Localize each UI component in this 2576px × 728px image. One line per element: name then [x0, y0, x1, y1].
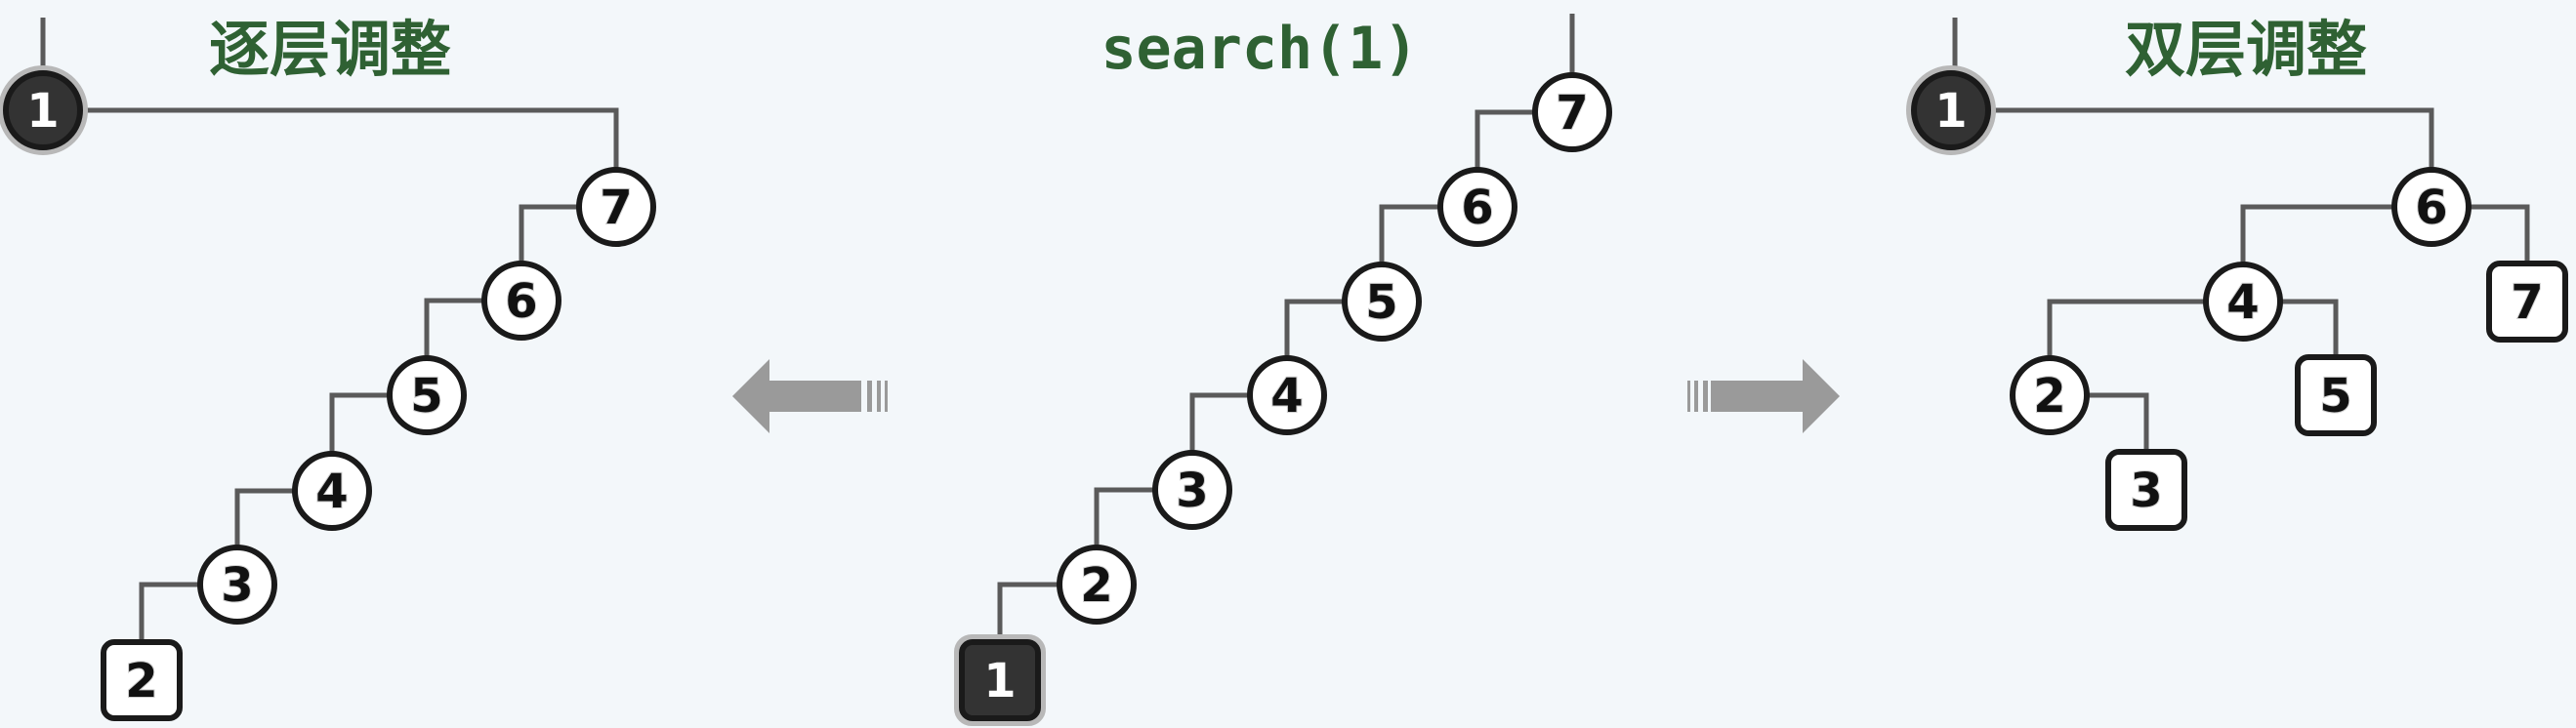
- right-arrow-tick-3: [1703, 381, 1708, 412]
- right-node-6: 6: [2391, 167, 2472, 247]
- left-edge-1-7: [43, 107, 619, 207]
- center-node-4: 4: [1247, 355, 1327, 435]
- center-node-2-label: 2: [1080, 558, 1112, 613]
- right-title: 双层调整: [2125, 14, 2367, 85]
- right-node-4: 4: [2203, 262, 2283, 342]
- right-arrow-icon: [1687, 359, 1840, 433]
- right-node-6-label: 6: [2415, 181, 2447, 235]
- left-node-5-label: 5: [410, 369, 442, 424]
- left-node-6: 6: [481, 261, 561, 341]
- right-node-2: 2: [2010, 355, 2090, 435]
- right-node-4-label: 4: [2226, 275, 2259, 330]
- left-node-7-circle: [576, 167, 656, 247]
- right-node-7: 7: [2486, 261, 2568, 343]
- center-node-1-label: 1: [983, 654, 1016, 708]
- nodes-layer: 1 7 6 5 4 3 2 7 6 5 4 3 2 1 1 6 4 7 2 5 3: [0, 65, 2568, 726]
- center-node-4-label: 4: [1270, 369, 1303, 424]
- left-node-3: 3: [197, 545, 277, 625]
- right-arrow-tick-2: [1694, 381, 1698, 412]
- center-node-1: 1: [954, 634, 1046, 726]
- right-node-1: 1: [1906, 65, 1996, 155]
- right-edge-1-6: [1951, 107, 2434, 207]
- left-node-6-label: 6: [505, 274, 537, 329]
- left-node-2-square: [101, 639, 183, 721]
- right-node-1-ring: [1906, 65, 1996, 155]
- left-node-4-label: 4: [315, 465, 348, 519]
- center-node-2: 2: [1057, 545, 1137, 625]
- left-node-7-label: 7: [600, 181, 632, 235]
- right-node-6-circle: [2391, 167, 2472, 247]
- center-node-7-circle: [1532, 72, 1612, 152]
- right-node-3: 3: [2105, 449, 2187, 531]
- right-node-5-square: [2295, 354, 2377, 436]
- right-node-7-label: 7: [2511, 275, 2543, 330]
- left-arrow-tick-3: [885, 381, 888, 412]
- center-node-3-circle: [1152, 450, 1232, 530]
- center-node-6-circle: [1437, 167, 1517, 247]
- left-node-4: 4: [292, 451, 372, 531]
- left-arrow-icon: [732, 359, 888, 433]
- left-arrow-body: [732, 359, 861, 433]
- left-node-6-circle: [481, 261, 561, 341]
- center-node-5-label: 5: [1365, 275, 1397, 330]
- left-node-1-label: 1: [26, 84, 59, 139]
- center-node-1-ring: [954, 634, 1046, 726]
- center-node-1-square: [959, 639, 1041, 721]
- center-node-3-label: 3: [1176, 464, 1208, 518]
- left-node-7: 7: [576, 167, 656, 247]
- left-node-1: 1: [0, 65, 88, 155]
- left-arrow-tick-2: [877, 381, 881, 412]
- center-node-5: 5: [1342, 262, 1422, 342]
- right-node-5: 5: [2295, 354, 2377, 436]
- left-node-5: 5: [387, 355, 467, 435]
- right-node-4-circle: [2203, 262, 2283, 342]
- edges-layer: [40, 14, 2530, 680]
- left-node-3-label: 3: [221, 558, 253, 613]
- left-title: 逐层调整: [209, 14, 451, 85]
- left-node-1-ring: [0, 65, 88, 155]
- left-node-4-circle: [292, 451, 372, 531]
- left-node-3-circle: [197, 545, 277, 625]
- left-arrow-tick-1: [867, 381, 872, 412]
- right-node-5-label: 5: [2319, 369, 2351, 424]
- right-node-2-circle: [2010, 355, 2090, 435]
- center-node-5-circle: [1342, 262, 1422, 342]
- center-node-6-label: 6: [1461, 181, 1493, 235]
- center-node-2-circle: [1057, 545, 1137, 625]
- left-node-2-label: 2: [125, 654, 157, 708]
- center-node-7: 7: [1532, 72, 1612, 152]
- center-node-7-label: 7: [1556, 86, 1588, 141]
- left-node-2: 2: [101, 639, 183, 721]
- right-arrow-tick-1: [1687, 381, 1690, 412]
- right-node-7-square: [2486, 261, 2568, 343]
- left-node-5-circle: [387, 355, 467, 435]
- right-node-1-circle: [1911, 70, 1991, 150]
- center-node-6: 6: [1437, 167, 1517, 247]
- right-arrow-body: [1711, 359, 1840, 433]
- arrows-layer: [732, 359, 1840, 433]
- center-node-3: 3: [1152, 450, 1232, 530]
- center-node-4-circle: [1247, 355, 1327, 435]
- right-node-1-label: 1: [1934, 84, 1967, 139]
- center-title: search(1): [1101, 15, 1418, 83]
- right-node-2-label: 2: [2033, 369, 2065, 424]
- right-node-3-label: 3: [2130, 464, 2162, 518]
- left-node-1-circle: [3, 70, 83, 150]
- right-node-3-square: [2105, 449, 2187, 531]
